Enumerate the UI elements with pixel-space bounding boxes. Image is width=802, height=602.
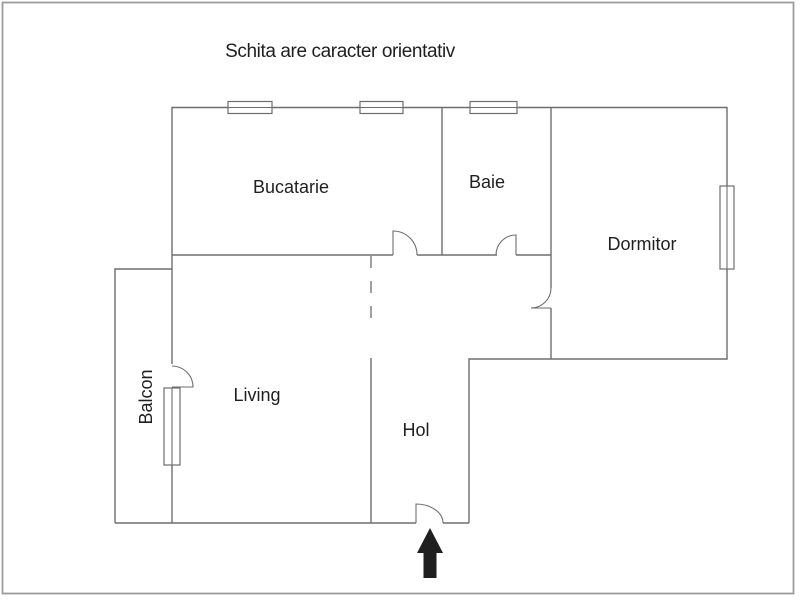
exterior-wall-outline <box>171 106 728 523</box>
doors <box>171 230 552 524</box>
window-balcony <box>163 387 181 466</box>
image-border <box>1 1 795 595</box>
room-label-dormitor: Dormitor <box>607 234 676 254</box>
disclaimer-title: Schita are caracter orientativ <box>225 41 456 62</box>
door-bedroom <box>530 287 552 309</box>
door-balcony <box>171 365 194 388</box>
window-bedroom <box>719 185 735 270</box>
entrance-arrow-icon <box>417 528 443 578</box>
walls <box>114 106 728 524</box>
door-entrance <box>415 503 444 524</box>
labels: Schita are caracter orientativ Bucatarie… <box>136 41 677 440</box>
balcony-walls <box>114 268 172 523</box>
room-label-balcon: Balcon <box>136 369 156 424</box>
room-label-bucatarie: Bucatarie <box>253 177 329 197</box>
window-kitchen-right <box>359 100 404 115</box>
door-bathroom <box>495 234 517 256</box>
window-kitchen-left <box>227 100 273 115</box>
window-bathroom <box>469 100 518 115</box>
windows <box>163 100 735 466</box>
room-label-hol: Hol <box>402 420 429 440</box>
room-label-living: Living <box>233 385 280 405</box>
room-label-baie: Baie <box>469 172 505 192</box>
door-kitchen <box>392 230 418 256</box>
